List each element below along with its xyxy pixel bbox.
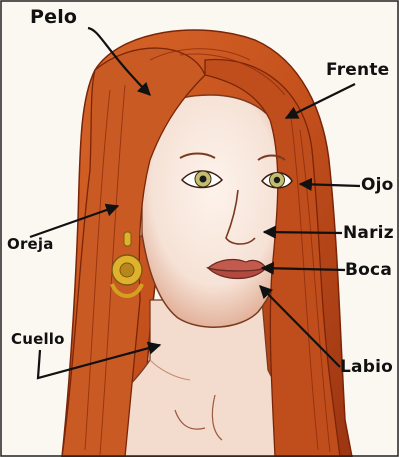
label-cuello: Cuello — [11, 332, 65, 347]
label-oreja: Oreja — [7, 237, 54, 252]
label-ojo: Ojo — [361, 177, 394, 194]
arrow-nariz — [264, 232, 342, 233]
label-boca: Boca — [345, 262, 392, 279]
label-pelo: Pelo — [30, 8, 77, 27]
label-labio: Labio — [340, 359, 393, 376]
label-frente: Frente — [326, 62, 389, 79]
label-nariz: Nariz — [343, 225, 394, 242]
